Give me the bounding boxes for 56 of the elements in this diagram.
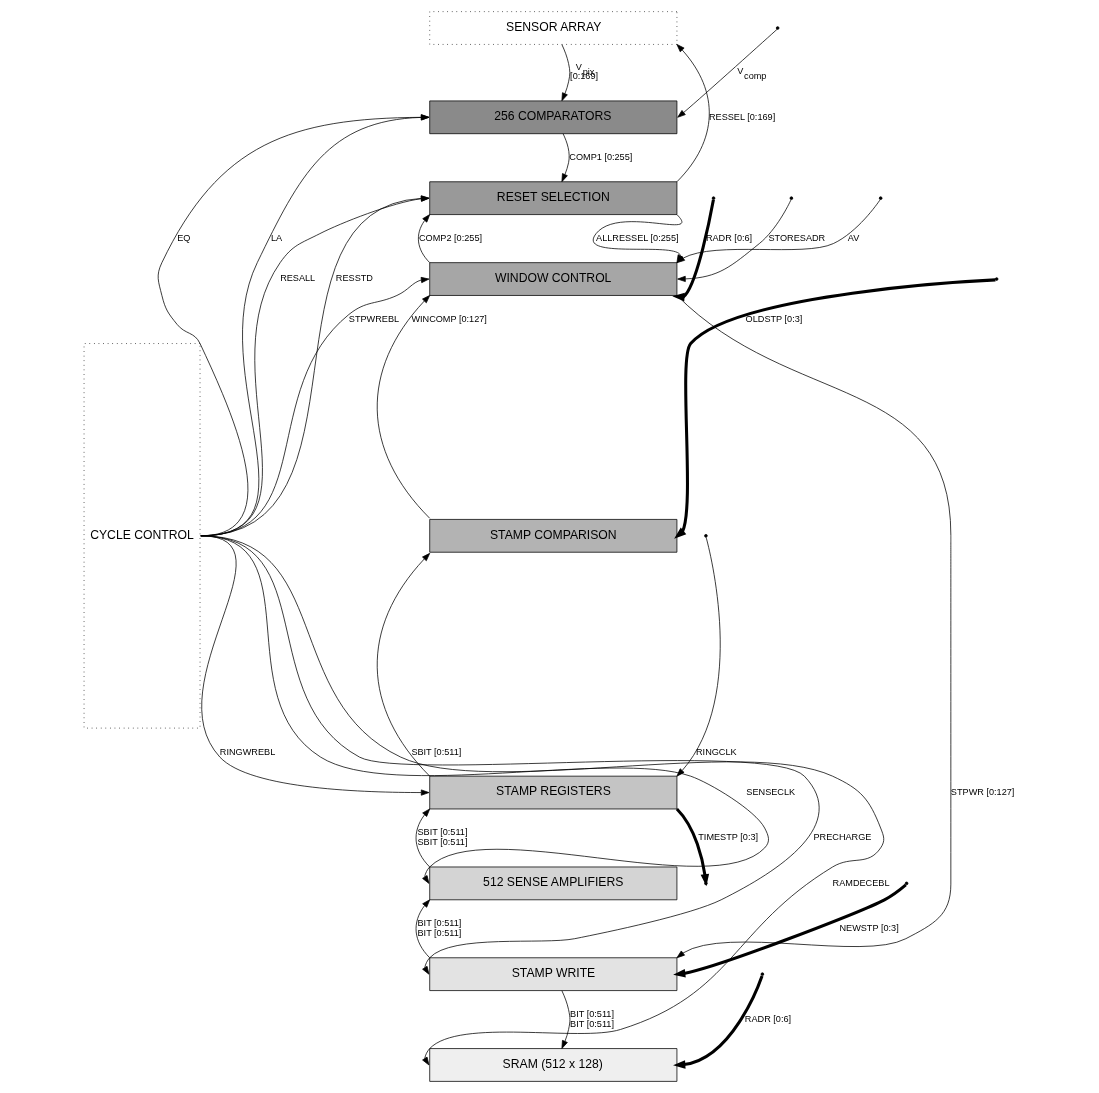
node-box: SRAM (512 x 128) (429, 1048, 678, 1082)
node-box: 256 COMPARATORS (429, 100, 678, 135)
arrow (561, 133, 570, 182)
arrow (376, 553, 431, 777)
arrow (561, 44, 571, 102)
edge-label: RINGWREBL (219, 746, 276, 757)
edge-label: RADR [0:6] (744, 1013, 792, 1024)
edge-label: EQ (177, 232, 191, 243)
edge-label: RAMDECEBL (832, 877, 890, 888)
node-box: SENSOR ARRAY (429, 11, 678, 45)
arrow (418, 214, 431, 264)
edge-label: SBIT [0:511] (411, 746, 462, 757)
edge-label: RESALL (280, 273, 316, 284)
node-box: CYCLE CONTROL (83, 343, 201, 729)
arrow (677, 28, 778, 118)
edge-label: AV (847, 232, 860, 243)
edge-label: RESSEL [0:169] (708, 111, 776, 122)
arrow (200, 535, 430, 796)
arrow (674, 278, 996, 539)
edge-label: COMP2 [0:255] (419, 232, 483, 243)
edge-label: WINCOMP [0:127] (411, 313, 487, 324)
arrow (676, 536, 721, 777)
node-box: STAMP REGISTERS (429, 775, 678, 810)
edge-label: STPWREBL (348, 313, 400, 324)
arrow (415, 899, 431, 959)
edge-label: BIT [0:511] BIT [0:511] (570, 1008, 614, 1029)
edge-label: RINGCLK (696, 746, 737, 757)
edge-label: NEWSTP [0:3] (839, 923, 899, 934)
arrow (157, 114, 430, 537)
arrow (676, 44, 710, 183)
node-box: WINDOW CONTROL (429, 262, 678, 296)
edge-label: PRECHARGE (813, 832, 872, 843)
arrow (672, 199, 715, 302)
arrow (672, 292, 952, 959)
node-box: 512 SENSE AMPLIFIERS (429, 866, 678, 901)
arrow (376, 295, 431, 519)
node-box: STAMP WRITE (429, 957, 678, 991)
edge-label: SENSECLK (746, 786, 796, 797)
edge-label: COMP1 [0:255] (569, 152, 633, 163)
edge-label: SBIT [0:511] SBIT [0:511] (417, 827, 468, 848)
arrow (200, 535, 885, 1066)
edge-label: TIMESTP [0:3] (698, 832, 759, 843)
arrow (415, 808, 431, 868)
arrow (200, 535, 820, 975)
node-box: STAMP COMPARISON (429, 519, 678, 553)
edge-label: RESSTD (335, 273, 373, 284)
edge-label: RADR [0:6] (705, 232, 753, 243)
arrow (673, 975, 764, 1069)
edge-label: BIT [0:511] BIT [0:511] (417, 918, 462, 939)
edge-label: STORESADR (768, 232, 826, 243)
edge-label: STPWR [0:127] (950, 786, 1015, 797)
edge-label: LA (270, 232, 283, 243)
edge-label: ALLRESSEL [0:255] (596, 232, 679, 243)
edge-label: OLDSTP [0:3] (745, 313, 803, 324)
node-box: RESET SELECTION (429, 181, 678, 215)
arrow (561, 990, 571, 1049)
